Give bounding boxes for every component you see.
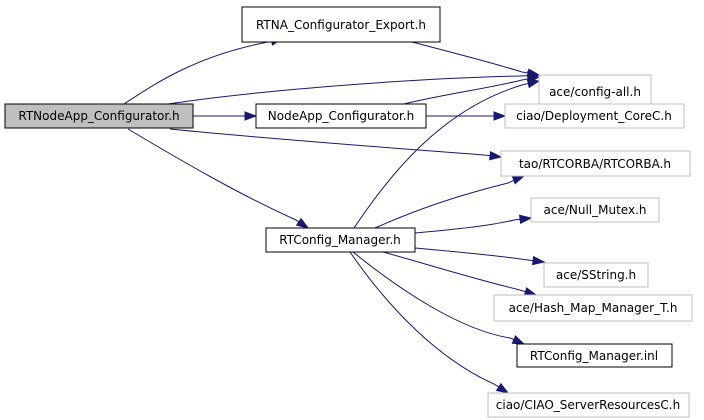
arrowhead-icon [495,382,510,394]
node-rtconfig[interactable]: RTConfig_Manager.h [265,227,416,253]
edges-layer [123,36,546,394]
node-box [255,103,427,129]
edge-root-to-rtconfig [127,128,310,229]
node-box [500,150,691,177]
edge-rtconfig-to-hashmap [382,251,538,297]
arrowhead-icon [493,111,507,121]
edge-line [169,128,502,158]
node-label: ace/config-all.h [549,85,641,99]
node-box [543,262,649,288]
edge-line [167,74,540,105]
edge-line [349,251,509,394]
node-hashmap: ace/Hash_Map_Manager_T.h [493,294,693,322]
node-box [516,343,673,368]
edge-nodeapp-to-deploy [426,111,507,121]
node-inl[interactable]: RTConfig_Manager.inl [516,343,673,368]
edge-rtconfig-to-nullmutex [414,214,533,234]
node-label: tao/RTCORBA/RTCORBA.h [519,157,671,171]
edge-line [352,251,525,345]
node-nullmutex: ace/Null_Mutex.h [530,197,660,223]
edge-root-to-nodeapp [193,111,258,121]
edge-line [382,251,537,296]
node-box [504,103,685,129]
node-box [538,74,652,109]
node-box [493,294,693,322]
arrowhead-icon [295,217,310,229]
edge-export-to-configall [411,41,541,78]
edge-root-to-export [123,36,284,105]
arrowhead-icon [511,335,526,345]
edge-line [411,41,540,76]
node-label: ace/SString.h [556,268,636,282]
node-box [4,103,194,129]
node-label: RTConfig_Manager.h [279,233,401,247]
node-label: ciao/Deployment_CoreC.h [516,109,672,123]
arrowhead-icon [523,287,538,297]
node-label: ace/Null_Mutex.h [544,203,647,217]
node-box [487,392,690,418]
edge-rtconfig-to-serverres [349,251,510,394]
node-label: RTNodeApp_Configurator.h [18,109,179,123]
edge-line [123,37,283,105]
node-rtcorba: tao/RTCORBA/RTCORBA.h [500,150,691,177]
edge-rtconfig-to-rtcorba [374,175,526,229]
edge-line [374,175,525,229]
node-nodeapp[interactable]: NodeApp_Configurator.h [255,103,427,129]
node-label: RTNA_Configurator_Export.h [256,18,426,32]
node-label: ciao/CIAO_ServerResourcesC.h [496,398,680,412]
edge-rtconfig-to-configall [353,79,541,229]
node-export[interactable]: RTNA_Configurator_Export.h [241,6,441,43]
edge-root-to-rtcorba [169,128,503,161]
node-box [530,197,660,223]
node-deploy: ciao/Deployment_CoreC.h [504,103,685,129]
arrowhead-icon [244,111,258,121]
edge-line [403,76,540,105]
arrowhead-icon [511,175,526,185]
node-root[interactable]: RTNodeApp_Configurator.h [4,103,194,129]
arrowhead-icon [526,79,541,89]
edge-rtconfig-to-sstring [414,247,546,266]
node-box [265,227,416,253]
edge-line [414,217,532,234]
arrowhead-icon [489,150,503,161]
node-box [241,6,441,43]
edge-line [353,80,540,229]
edge-line [414,247,545,263]
node-sstring: ace/SString.h [543,262,649,288]
node-label: ace/Hash_Map_Manager_T.h [509,301,678,315]
edge-line [127,128,309,229]
arrowhead-icon [532,255,546,266]
node-serverres: ciao/CIAO_ServerResourcesC.h [487,392,690,418]
node-label: RTConfig_Manager.inl [530,349,658,363]
node-label: NodeApp_Configurator.h [268,109,414,123]
node-configall: ace/config-all.h [538,74,652,109]
arrowhead-icon [519,214,533,225]
edge-nodeapp-to-configall [403,74,541,105]
